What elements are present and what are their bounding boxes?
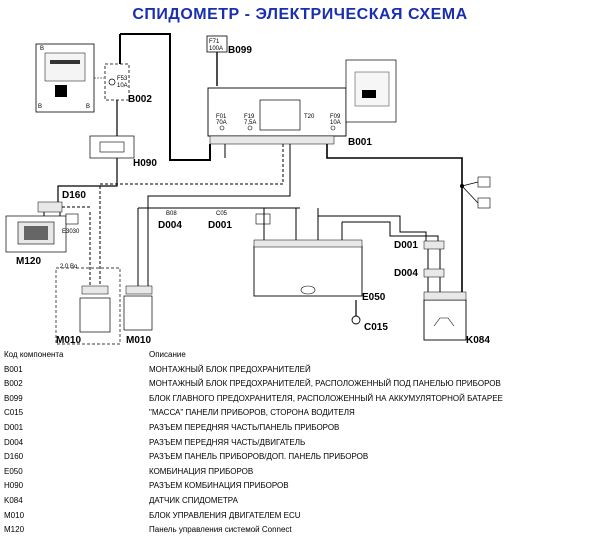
legend-code: H090 — [4, 481, 24, 491]
legend-row: D160 РАЗЪЕМ ПАНЕЛЬ ПРИБОРОВ/ДОП. ПАНЕЛЬ … — [4, 450, 600, 464]
svg-text:F09: F09 — [330, 114, 341, 120]
svg-text:C05: C05 — [216, 211, 228, 217]
svg-text:T20: T20 — [304, 114, 315, 120]
legend-desc: КОМБИНАЦИЯ ПРИБОРОВ — [149, 466, 254, 476]
d160-connector: D160 — [37, 190, 86, 213]
h090-connector: H090 — [89, 135, 157, 169]
legend-desc: РАЗЪЕМ КОМБИНАЦИЯ ПРИБОРОВ — [149, 481, 289, 491]
wires — [43, 33, 479, 292]
legend-row: B002 МОНТАЖНЫЙ БЛОК ПРЕДОХРАНИТЕЛЕЙ, РАС… — [4, 377, 600, 391]
svg-text:B: B — [40, 46, 44, 52]
legend-row: K084 ДАТЧИК СПИДОМЕТРА — [4, 494, 600, 508]
b099-label: B099 — [228, 45, 252, 56]
legend-row: C015 "МАССА" ПАНЕЛИ ПРИБОРОВ, СТОРОНА ВО… — [4, 406, 600, 420]
b001-detail-view — [345, 59, 397, 123]
legend-row: M120 Панель управления системой Connect — [4, 523, 600, 537]
k084-speed-sensor: K084 — [423, 291, 490, 346]
legend-desc: РАЗЪЕМ ПАНЕЛЬ ПРИБОРОВ/ДОП. ПАНЕЛЬ ПРИБО… — [149, 452, 369, 462]
legend-desc: РАЗЪЕМ ПЕРЕДНЯЯ ЧАСТЬ/ПАНЕЛЬ ПРИБОРОВ — [149, 423, 340, 432]
b001-label: B001 — [348, 137, 372, 148]
b002-fuse-box: B B B — [35, 43, 95, 113]
svg-text:F71: F71 — [209, 39, 220, 45]
legend-header: Код компонента Описание — [4, 348, 600, 362]
c015-ground: C015 — [351, 300, 388, 333]
legend-row: B001 МОНТАЖНЫЙ БЛОК ПРЕДОХРАНИТЕЛЕЙ — [4, 363, 600, 377]
b099-fuse-block: F71 100A B099 — [206, 35, 252, 56]
m120-panel: M120 — [5, 215, 67, 267]
legend-desc: МОНТАЖНЫЙ БЛОК ПРЕДОХРАНИТЕЛЕЙ, РАСПОЛОЖ… — [149, 379, 501, 389]
svg-text:F19: F19 — [244, 114, 255, 120]
legend-desc: ДАТЧИК СПИДОМЕТРА — [149, 496, 238, 505]
k084-label: K084 — [466, 335, 490, 346]
legend-code: B099 — [4, 393, 23, 403]
legend-code: D001 — [4, 423, 24, 432]
m010-left-label: M010 — [56, 335, 81, 346]
svg-text:7,5A: 7,5A — [244, 120, 256, 126]
m010-module-left: 2.0 Bo M010 — [55, 264, 121, 346]
legend-row: H090 РАЗЪЕМ КОМБИНАЦИЯ ПРИБОРОВ — [4, 479, 600, 493]
legend-code: D004 — [4, 437, 24, 447]
legend-code: M010 — [4, 510, 25, 520]
svg-text:F53: F53 — [117, 76, 128, 82]
legend-code: D160 — [4, 452, 24, 462]
legend-header-desc: Описание — [149, 350, 186, 359]
h090-label: H090 — [133, 158, 157, 169]
d160-label: D160 — [62, 190, 86, 201]
wiring-diagram: B B B F53 10A B002 F71 100A B099 F0170A … — [5, 33, 490, 346]
svg-text:10A: 10A — [330, 120, 341, 126]
legend-row: B099 БЛОК ГЛАВНОГО ПРЕДОХРАНИТЕЛЯ, РАСПО… — [4, 392, 600, 406]
d001-label-left: D001 — [208, 220, 232, 231]
svg-text:B: B — [86, 104, 90, 110]
legend-code: B001 — [4, 364, 23, 374]
b002-label: B002 — [128, 94, 152, 105]
legend-desc: МОНТАЖНЫЙ БЛОК ПРЕДОХРАНИТЕЛЕЙ — [149, 364, 311, 374]
legend-desc: Панель управления системой Connect — [149, 525, 292, 535]
legend-desc: РАЗЪЕМ ПЕРЕДНЯЯ ЧАСТЬ/ДВИГАТЕЛЬ — [149, 437, 306, 447]
svg-text:E3030: E3030 — [62, 229, 80, 235]
m010-module-right: M010 — [123, 285, 153, 346]
m120-label: M120 — [16, 256, 41, 267]
legend-row: M010 БЛОК УПРАВЛЕНИЯ ДВИГАТЕЛЕМ ECU — [4, 509, 600, 523]
legend-code: K084 — [4, 496, 23, 505]
svg-text:B: B — [38, 104, 42, 110]
c015-label: C015 — [364, 322, 388, 333]
d004-label-right: D004 — [394, 268, 418, 279]
page-title: СПИДОМЕТР - ЭЛЕКТРИЧЕСКАЯ СХЕМА — [132, 6, 468, 23]
svg-text:F01: F01 — [216, 114, 227, 120]
junction-dot — [460, 184, 464, 188]
legend-desc: БЛОК ГЛАВНОГО ПРЕДОХРАНИТЕЛЯ, РАСПОЛОЖЕН… — [149, 393, 503, 403]
svg-text:10A: 10A — [117, 83, 128, 89]
legend-desc: БЛОК УПРАВЛЕНИЯ ДВИГАТЕЛЕМ ECU — [149, 510, 301, 520]
d001-label-right: D001 — [394, 240, 418, 251]
legend-desc: "МАССА" ПАНЕЛИ ПРИБОРОВ, СТОРОНА ВОДИТЕЛ… — [149, 408, 355, 418]
legend-row: D001 РАЗЪЕМ ПЕРЕДНЯЯ ЧАСТЬ/ПАНЕЛЬ ПРИБОР… — [4, 421, 600, 435]
legend-code: E050 — [4, 466, 23, 476]
e050-instrument-cluster: E050 — [253, 239, 386, 303]
legend-row: E050 КОМБИНАЦИЯ ПРИБОРОВ — [4, 465, 600, 479]
legend-header-code: Код компонента — [4, 350, 64, 359]
e3030-ground-icon: E3030 — [62, 213, 80, 235]
svg-text:2.0 Bo: 2.0 Bo — [60, 264, 78, 270]
legend-code: C015 — [4, 408, 24, 418]
legend-code: B002 — [4, 379, 23, 389]
d004-label-left: D004 — [158, 220, 182, 231]
m010-right-label: M010 — [126, 335, 151, 346]
svg-text:B08: B08 — [166, 211, 177, 217]
e050-label: E050 — [362, 292, 386, 303]
svg-text:100A: 100A — [209, 46, 223, 52]
legend-row: D004 РАЗЪЕМ ПЕРЕДНЯЯ ЧАСТЬ/ДВИГАТЕЛЬ — [4, 436, 600, 450]
svg-text:70A: 70A — [216, 120, 227, 126]
legend-code: M120 — [4, 525, 25, 535]
